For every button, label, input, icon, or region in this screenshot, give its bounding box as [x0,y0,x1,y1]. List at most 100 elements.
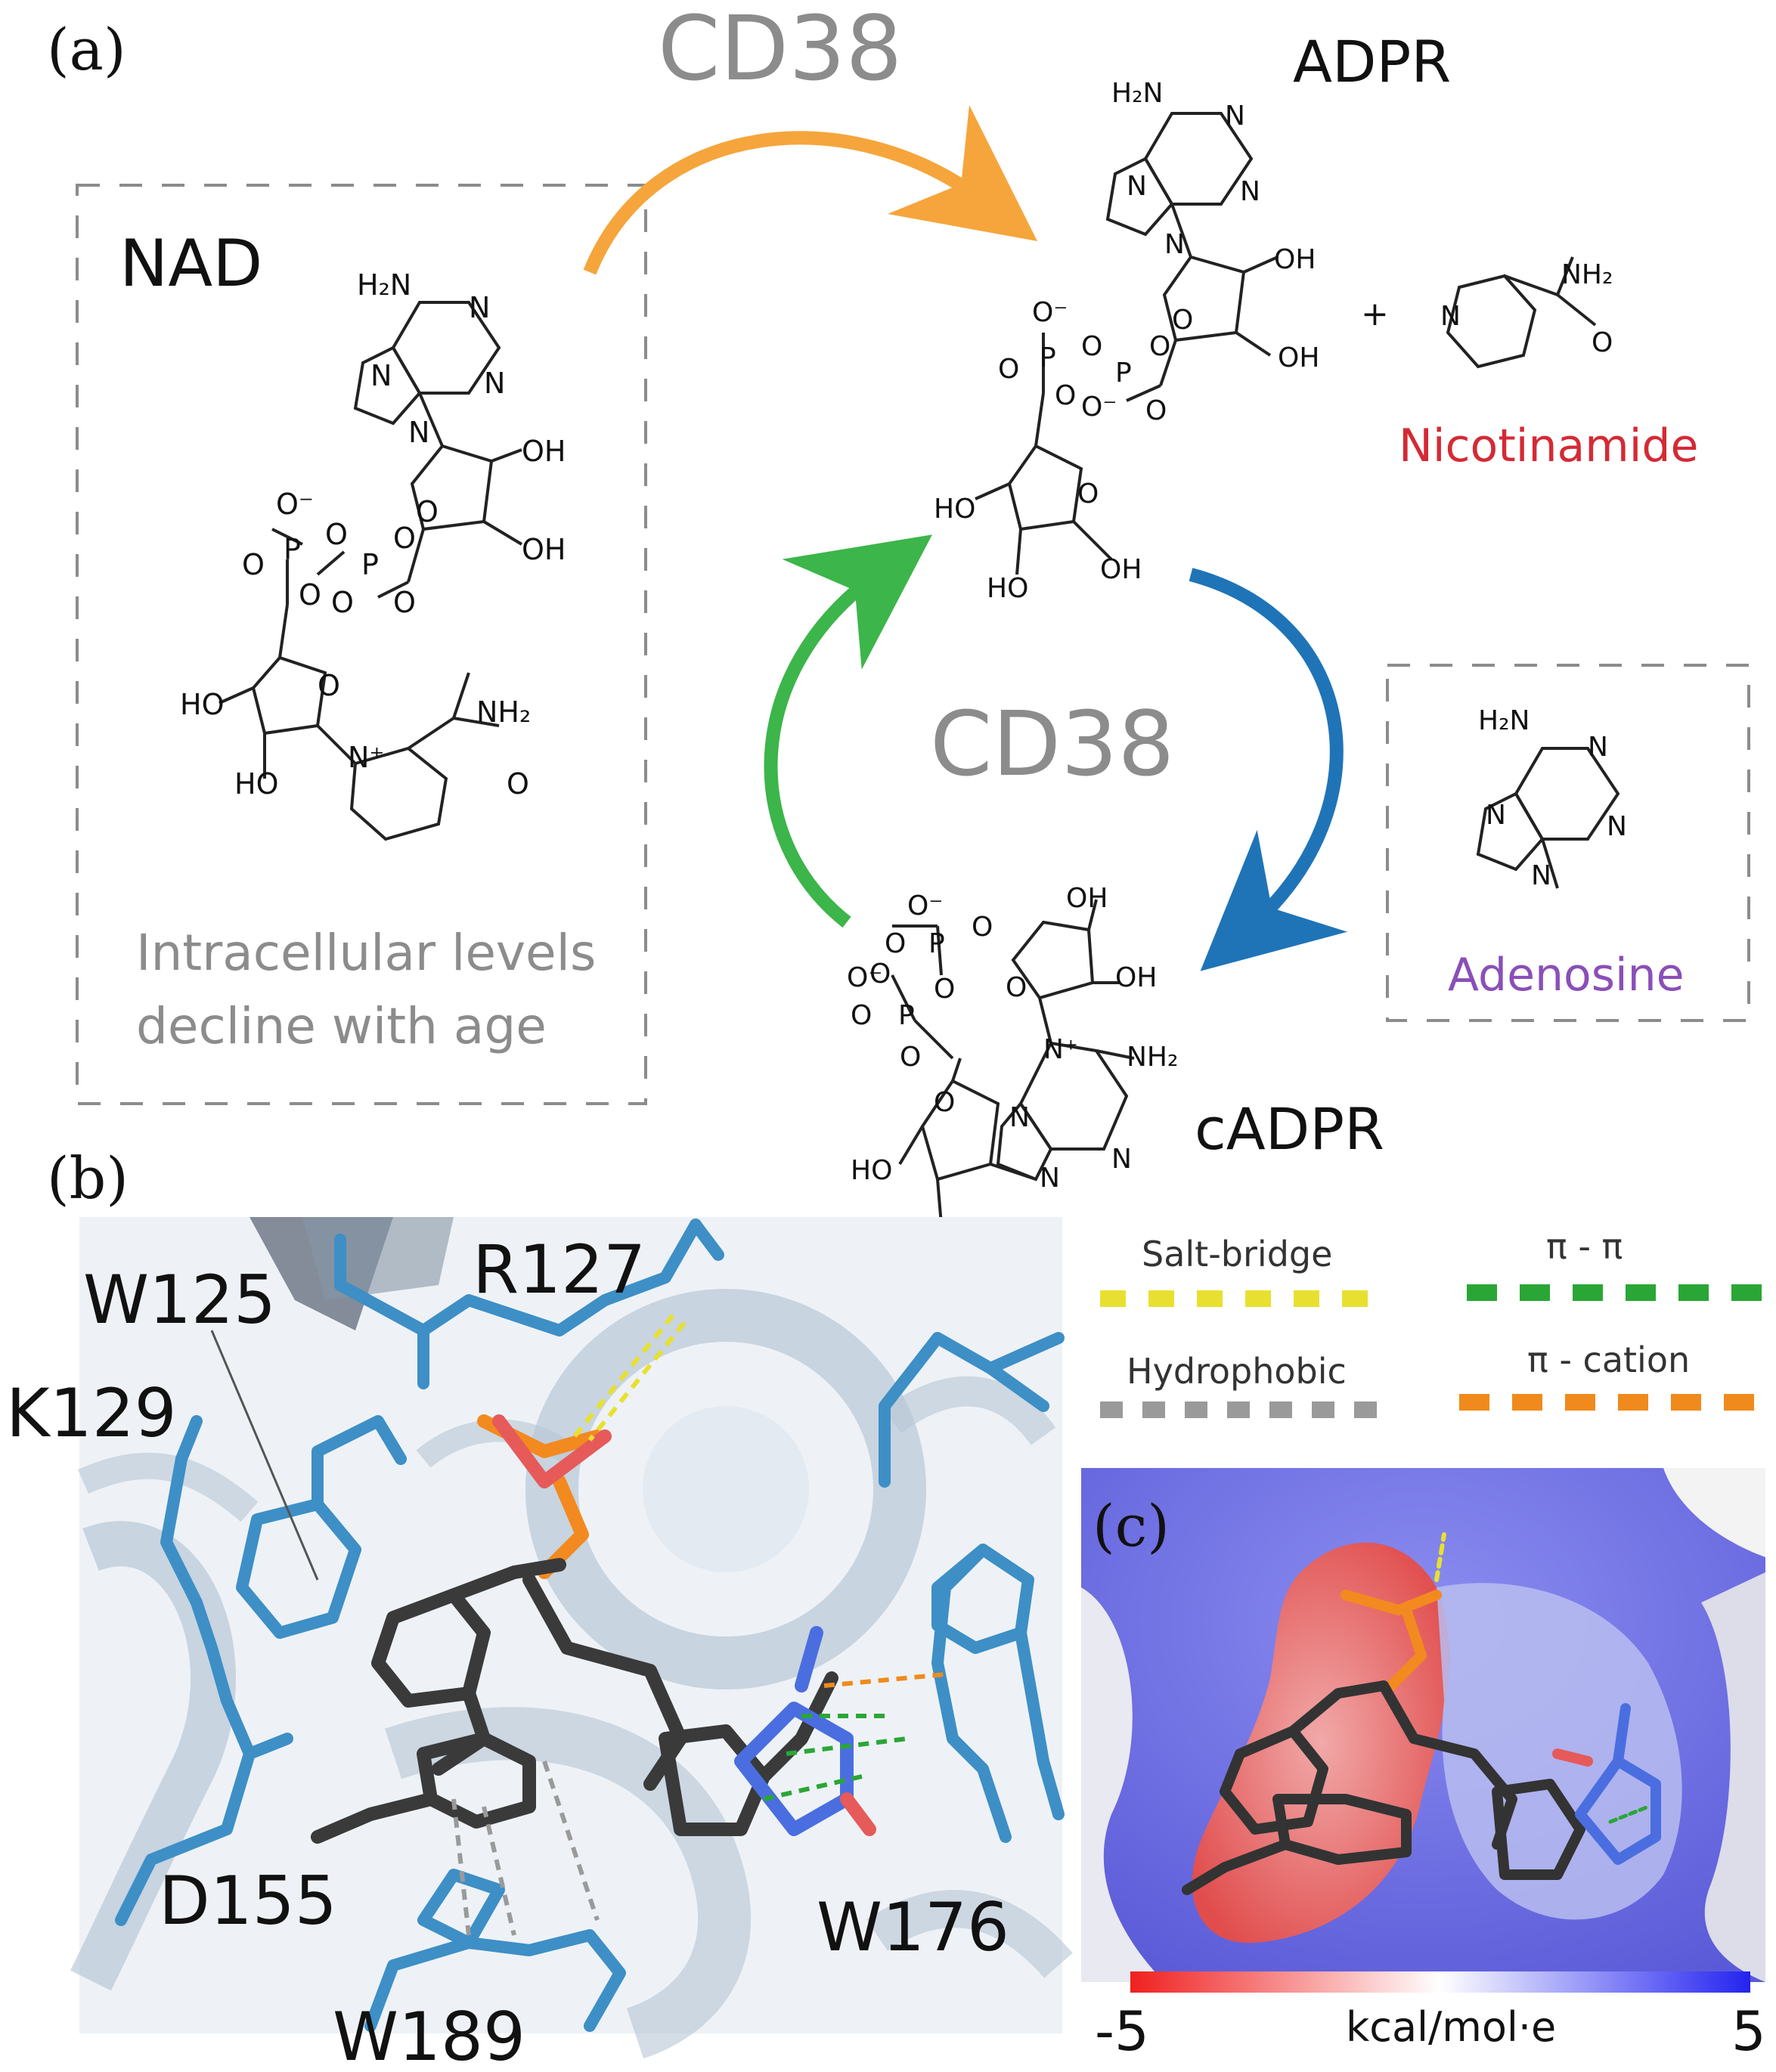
legend-item-pi-pi: π - π [1467,1226,1765,1301]
nicotinamide-atom-nh2: NH₂ [1561,259,1613,290]
residue-label-w189: W189 [333,1998,525,2072]
nad-atom-o5: O [393,586,416,619]
adpr-atom-ominus1: O⁻ [1032,297,1068,328]
nad-atom-ho1: HO [180,688,224,721]
panel-b: (b) [6,1144,1765,2072]
cd38-orange-arrow [583,105,1038,275]
adpr-atom-o1: O [998,354,1019,385]
nad-atom-o2: O [325,518,348,551]
cadpr-atom-o3: O [869,959,891,990]
nad-atom-h2n: H₂N [357,268,411,302]
cadpr-atoms: O⁻ O P O O O⁻ O O P O OH OH O N⁺ NH₂ N N… [847,883,1178,1254]
cadpr-atom-p2: P [898,1000,915,1031]
adenosine-structure [1476,747,1620,889]
cd38-green-arrow [764,534,932,928]
cadpr-structure [891,899,1135,1225]
esp-scale-max: 5 [1731,1999,1766,2063]
nad-atom-n1: N [469,291,490,324]
electrostatic-surface [1081,1468,1765,1982]
nad-atoms: H₂N N N N N OH OH O O⁻ P P O O O O O O O… [180,268,566,801]
nad-atom-o-ring: O [416,495,439,528]
cadpr-atom-n2: N [1111,1144,1132,1175]
legend-label-pi-cation: π - cation [1527,1340,1690,1380]
adenosine-atom-h2n: H₂N [1478,705,1530,736]
residue-label-k129: K129 [6,1374,177,1452]
residue-labels: W125 R127 K129 D155 W189 W176 [6,1231,1009,2072]
protein-render [70,1217,1073,2059]
adpr-atom-n3: N [1127,171,1147,202]
adpr-atom-n4: N [1164,229,1185,260]
nad-atom-o3: O [393,522,416,555]
adpr-atom-o6: O [1077,479,1099,509]
cd38-top-label: CD38 [658,0,902,101]
interaction-lines [451,1314,946,1936]
adpr-atom-oh2: OH [1278,342,1319,373]
adpr-atom-h2n: H₂N [1111,78,1163,109]
adpr-atom-p1: P [1040,342,1056,373]
nad-box [76,184,647,1105]
nad-atom-p1: P [284,533,301,566]
adenosine-label: Adenosine [1448,949,1685,1002]
cadpr-atom-o2: O [972,912,993,943]
nad-note-line2: decline with age [136,997,547,1055]
cadpr-atom-o1: O [885,928,906,959]
adpr-structure [975,112,1597,575]
adpr-atoms: H₂N N N N N OH OH O O⁻ P P O O O O⁻ O O … [934,78,1613,604]
nad-atom-o7: O [318,669,340,702]
legend-item-hydrophobic: Hydrophobic [1100,1351,1387,1418]
adpr-atom-p2: P [1115,358,1132,389]
cadpr-atom-n1: N [1009,1102,1030,1133]
adpr-atom-o5: O [1055,380,1076,411]
residue-label-w125: W125 [83,1261,276,1339]
cadpr-atom-o4: O [934,974,955,1005]
ligand-sticks [311,1414,876,1844]
nad-atom-ominus: O⁻ [276,488,314,521]
cadpr-atom-nplus: N⁺ [1043,1034,1078,1065]
adenosine-atom-n4: N [1531,860,1551,891]
cadpr-atom-o5: O [851,1000,872,1031]
cadpr-atom-p1: P [928,928,945,959]
nad-atom-n4: N [408,416,429,449]
nad-title: NAD [119,226,262,302]
legend-item-salt-bridge: Salt-bridge [1100,1234,1384,1307]
panel-c-label: (c) [1093,1492,1170,1559]
adpr-title: ADPR [1293,28,1451,95]
adpr-atom-o3: O [1149,331,1170,362]
nad-atom-nplus: N⁺ [348,741,384,774]
cadpr-title: cADPR [1195,1095,1384,1163]
panel-a: (a) CD38 NAD Intracellular levels declin… [47,0,1750,1254]
nad-atom-o1: O [242,548,265,581]
panel-a-label: (a) [47,16,126,83]
nad-atom-oh2: OH [522,533,566,566]
nad-atom-o8: O [507,767,529,801]
nad-atom-ho2: HO [234,767,278,801]
legend-item-pi-cation: π - cation [1459,1340,1765,1411]
nad-atom-nh2: NH₂ [476,695,531,729]
nad-atom-o6: O [299,578,321,612]
adpr-atom-oh3: OH [1100,554,1142,585]
adpr-atom-o4: O [1145,395,1167,426]
cadpr-atom-oh1: OH [1066,883,1108,914]
cadpr-atom-ho1: HO [851,1155,892,1186]
cd38-blue-arrow [1189,568,1348,971]
legend-label-pi-pi: π - π [1546,1226,1623,1267]
docked-ligand [1182,1532,1661,1895]
nad-note-line1: Intracellular levels [136,924,596,982]
cadpr-atom-oh2: OH [1115,962,1157,993]
esp-scale-min: -5 [1095,1999,1149,2063]
adpr-atom-ominus2: O⁻ [1081,392,1117,423]
residue-label-w176: W176 [817,1888,1009,1966]
nicotinamide-atom-o: O [1592,327,1613,358]
adpr-atom-n1: N [1225,101,1245,132]
adenosine-atom-n1: N [1588,732,1608,763]
adpr-atom-ho1: HO [934,494,975,525]
interaction-legend: Salt-bridge π - π Hydrophobic π - cation [1100,1226,1765,1418]
cd38-center-label: CD38 [930,692,1174,796]
nad-atom-oh1: OH [522,435,566,468]
panel-b-label: (b) [47,1144,129,1212]
adenosine-atom-n3: N [1486,800,1506,831]
panel-c: (c) -5 kcal/mol·e 5 [1081,1468,1766,2063]
adenosine-box [1386,664,1750,1022]
cadpr-atom-ominus1: O⁻ [907,890,943,921]
nicotinamide-atom-n: N [1440,301,1461,332]
